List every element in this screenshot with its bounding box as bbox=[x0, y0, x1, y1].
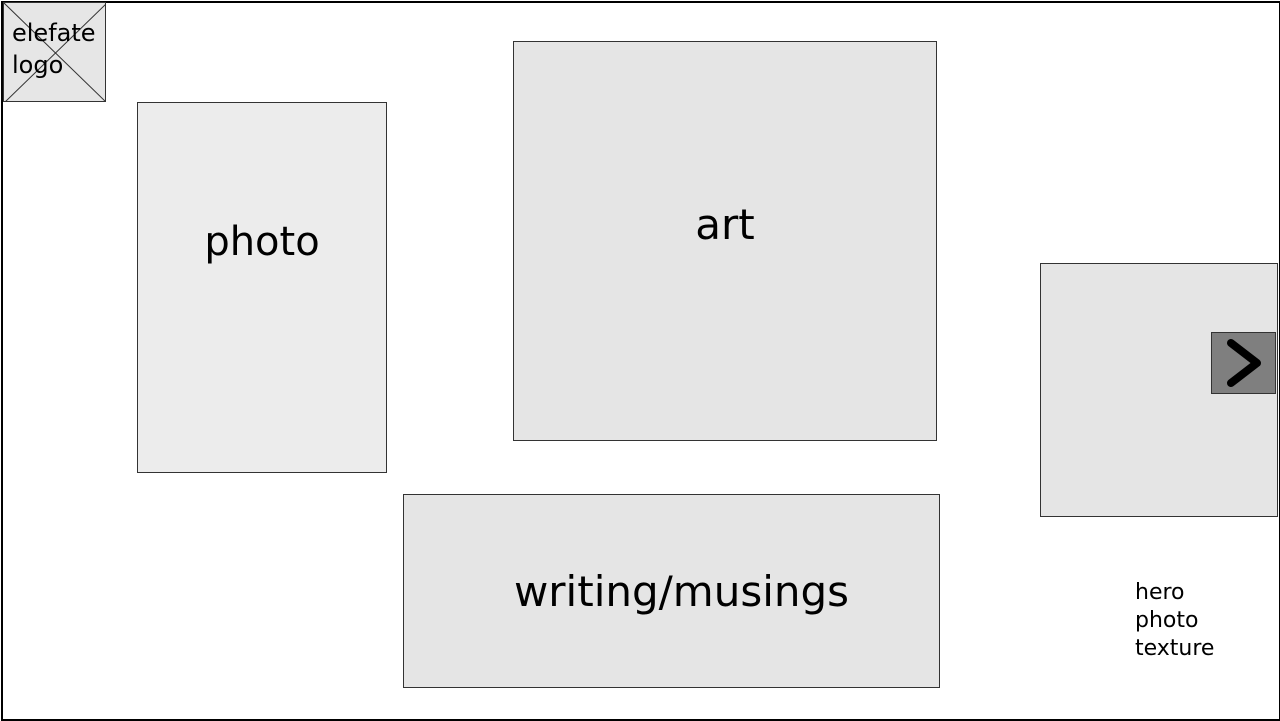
logo-label-line2: logo bbox=[12, 51, 64, 79]
photo-tile[interactable]: photo bbox=[137, 102, 387, 473]
art-tile[interactable]: art bbox=[513, 41, 937, 441]
hero-caption-line1: hero bbox=[1135, 580, 1185, 605]
photo-tile-label: photo bbox=[204, 219, 320, 265]
logo-label-line1: elefate bbox=[12, 19, 96, 47]
hero-caption-line2: photo bbox=[1135, 608, 1199, 633]
writing-tile[interactable]: writing/musings bbox=[403, 494, 940, 688]
hero-caption-line3: texture bbox=[1135, 636, 1215, 661]
writing-tile-label: writing/musings bbox=[513, 566, 850, 616]
art-tile-label: art bbox=[695, 200, 755, 249]
site-logo-placeholder[interactable]: elefate logo bbox=[3, 2, 106, 102]
hero-caption: hero photo texture bbox=[1135, 579, 1214, 663]
chevron-right-icon bbox=[1227, 339, 1261, 387]
hero-next-button[interactable] bbox=[1211, 332, 1276, 394]
logo-label: elefate logo bbox=[12, 17, 96, 81]
image-placeholder-icon bbox=[4, 3, 105, 101]
